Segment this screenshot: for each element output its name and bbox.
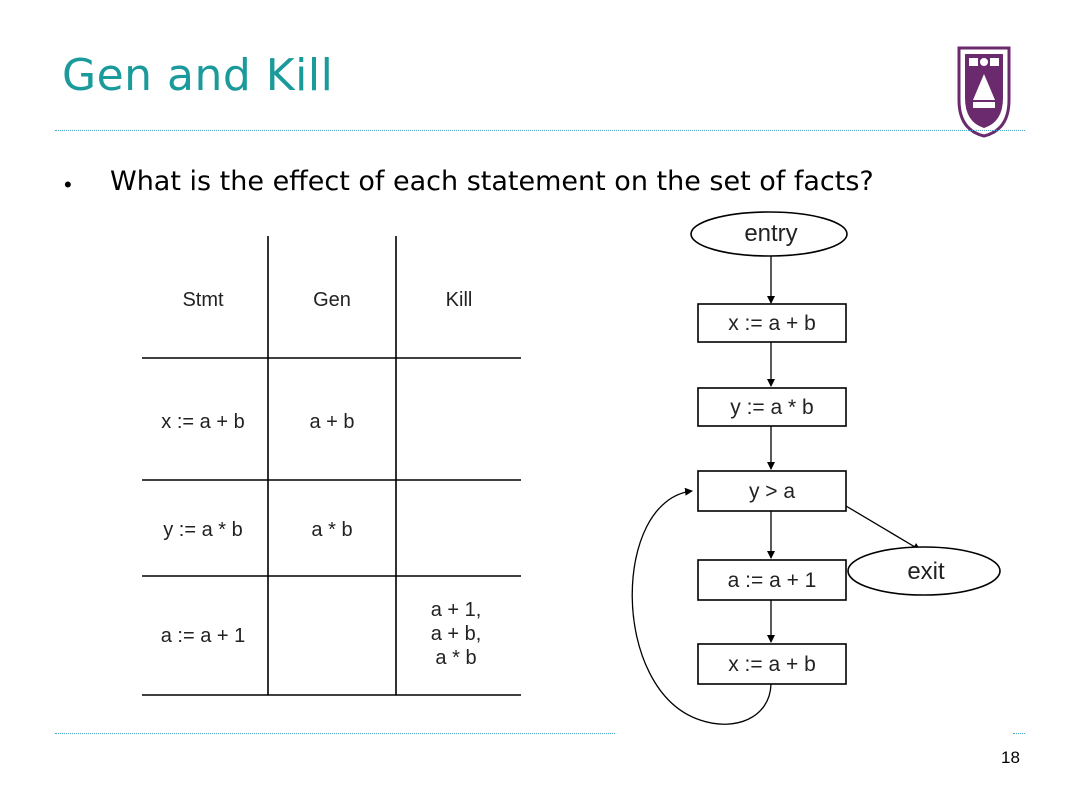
condition-node (697, 470, 847, 512)
stmt-node (697, 303, 847, 343)
condition-node-label: y > a (749, 480, 795, 503)
control-flow-graph: entry x := a + b y := a * b y > a a := a… (631, 211, 1001, 725)
table-header-kill: Kill (446, 289, 473, 311)
table-header-gen: Gen (313, 289, 351, 311)
entry-node-label: entry (744, 220, 797, 247)
university-logo (957, 46, 1011, 138)
table-cell-gen: a * b (311, 519, 352, 541)
table-cell-stmt: y := a * b (163, 519, 243, 541)
table-cell-gen: a + b (309, 411, 354, 433)
exit-node (847, 546, 1001, 596)
stmt-node-label: y := a * b (730, 396, 813, 419)
bottom-divider (1013, 733, 1025, 734)
stmt-node (697, 559, 847, 601)
stmt-node-label: a := a + 1 (728, 569, 817, 592)
edge-n3-to-exit (845, 505, 921, 551)
table-cell-kill: a + b, (431, 623, 482, 645)
gen-kill-table: Stmt Gen Kill x := a + b a + b y := a * … (142, 236, 521, 696)
stmt-node-label: x := a + b (728, 653, 816, 676)
edge-n5-loop-to-n3 (631, 487, 772, 725)
stmt-node (697, 387, 847, 427)
table-header-stmt: Stmt (182, 289, 224, 311)
slide-title: Gen and Kill (62, 50, 334, 101)
stmt-node-label: x := a + b (728, 312, 816, 335)
question-text: What is the effect of each statement on … (110, 166, 874, 197)
stmt-node (697, 643, 847, 685)
bullet-marker: • (64, 172, 72, 197)
top-divider (55, 130, 1025, 131)
entry-node (690, 211, 848, 257)
bottom-divider (55, 733, 615, 734)
table-cell-stmt: a := a + 1 (161, 625, 246, 647)
table-cell-kill: a * b (435, 647, 476, 669)
exit-node-label: exit (907, 558, 945, 585)
page-number: 18 (1001, 748, 1020, 767)
table-cell-stmt: x := a + b (161, 411, 244, 433)
table-cell-kill: a + 1, (431, 599, 482, 621)
